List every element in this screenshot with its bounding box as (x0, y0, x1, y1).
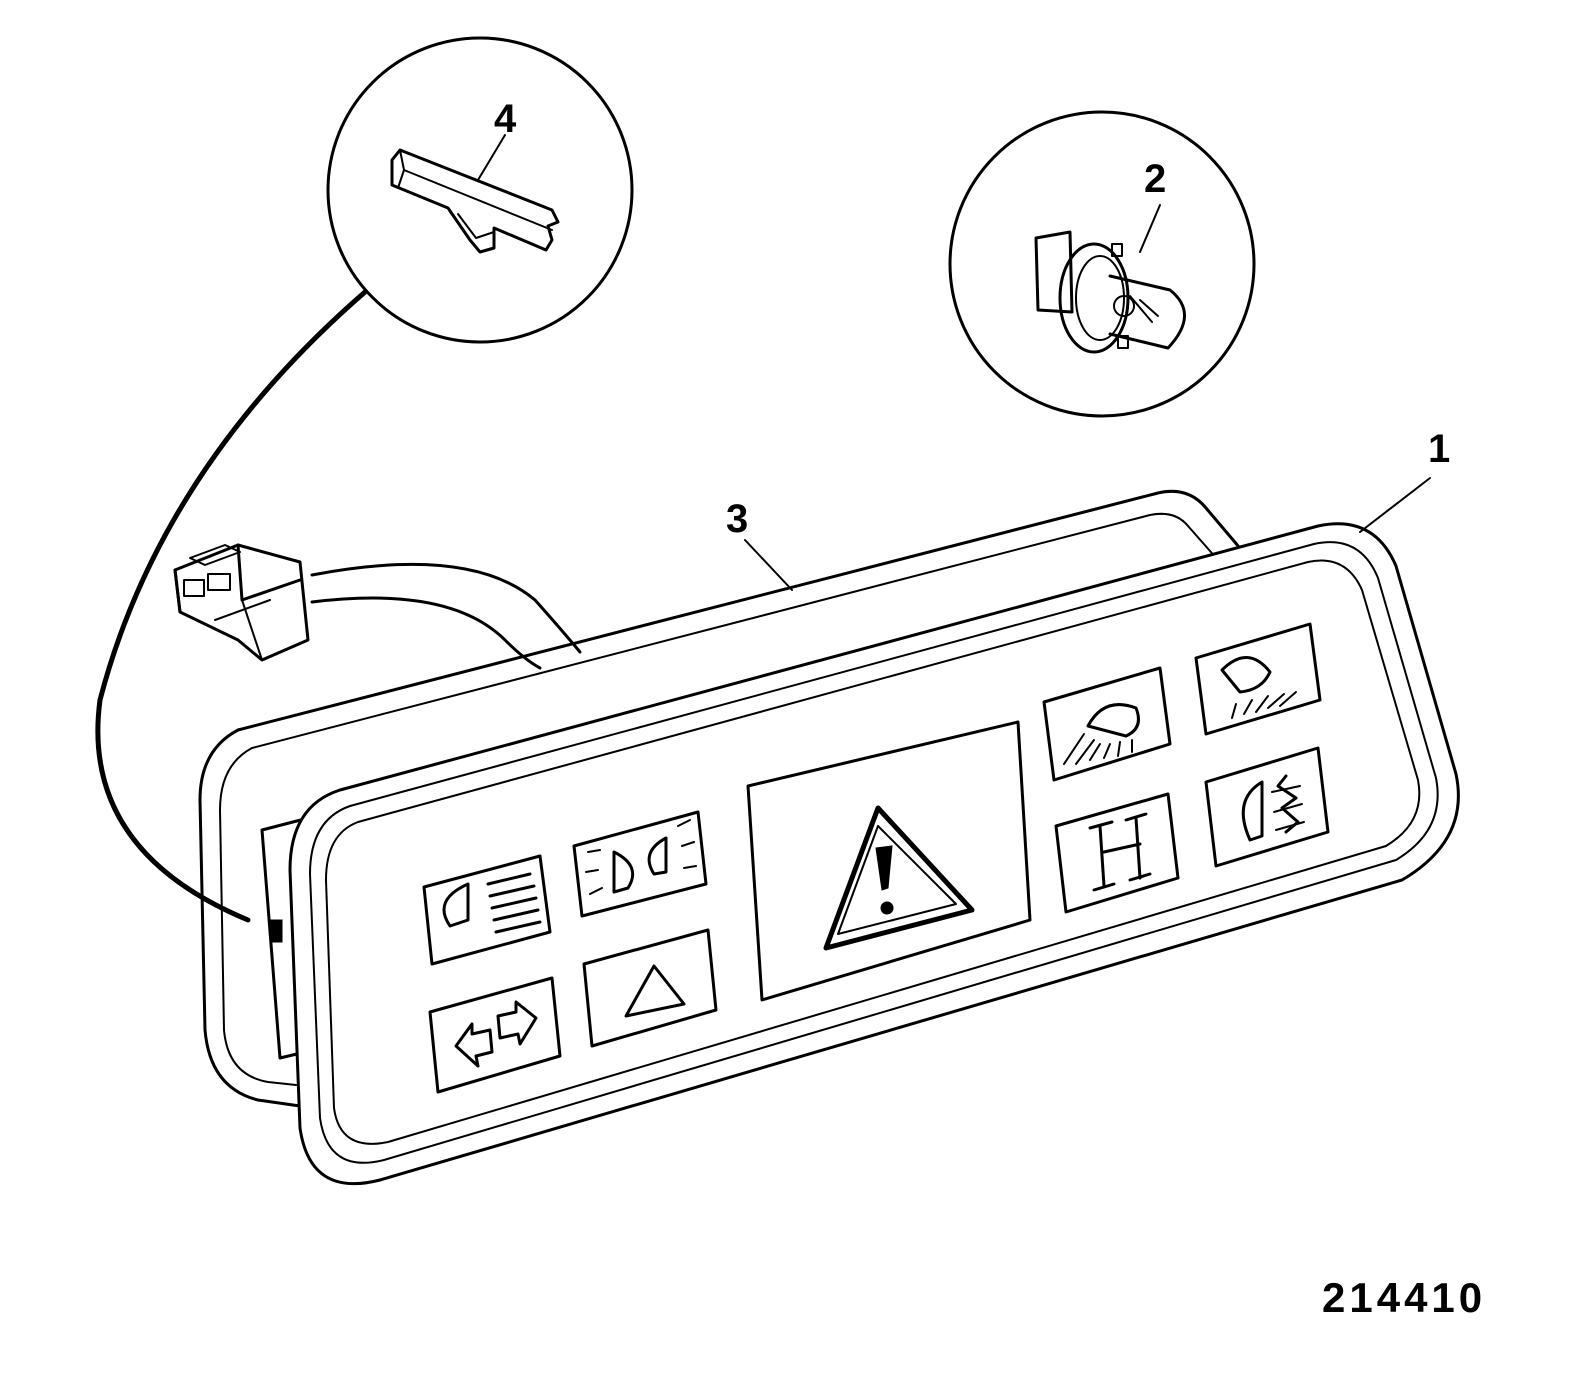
bulb-detail (948, 110, 1256, 418)
clip-part (390, 148, 560, 254)
work-lights-rear-switch[interactable] (1042, 666, 1172, 782)
gasket-leader-line (744, 539, 793, 591)
panel-leader-line (1359, 477, 1431, 533)
hazard-warning-window[interactable] (746, 720, 1032, 1002)
indicators-switch[interactable] (428, 976, 562, 1094)
panel-face (325, 559, 1421, 1145)
axle-lock-switch[interactable] (1054, 792, 1180, 914)
bulb-detail-circle (948, 110, 1256, 418)
bulb-leader-line (1139, 204, 1161, 253)
panel-bezel-inner (309, 541, 1439, 1164)
rear-fog-switch[interactable] (1204, 746, 1330, 868)
callout-panel: 1 (1428, 427, 1450, 471)
clip-leader-line (477, 134, 506, 181)
panel-bezel-outer (288, 522, 1460, 1186)
work-lights-front-switch[interactable] (1194, 622, 1322, 736)
callout-bulb: 2 (1144, 157, 1166, 201)
callout-clip: 4 (494, 97, 517, 141)
harness-cable (95, 289, 368, 923)
clip-detail-circle (326, 36, 634, 344)
main-beam-switch[interactable] (422, 854, 552, 966)
clip-detail (326, 36, 634, 344)
wiring-harness (95, 289, 582, 923)
bulb-part (1034, 230, 1186, 354)
harness-connector (173, 543, 310, 662)
switch-panel (288, 522, 1460, 1186)
warning-triangle-switch[interactable] (582, 928, 718, 1048)
figure-number: 214410 (1322, 1274, 1486, 1321)
callout-gasket: 3 (726, 497, 748, 541)
side-lights-switch[interactable] (572, 810, 708, 918)
